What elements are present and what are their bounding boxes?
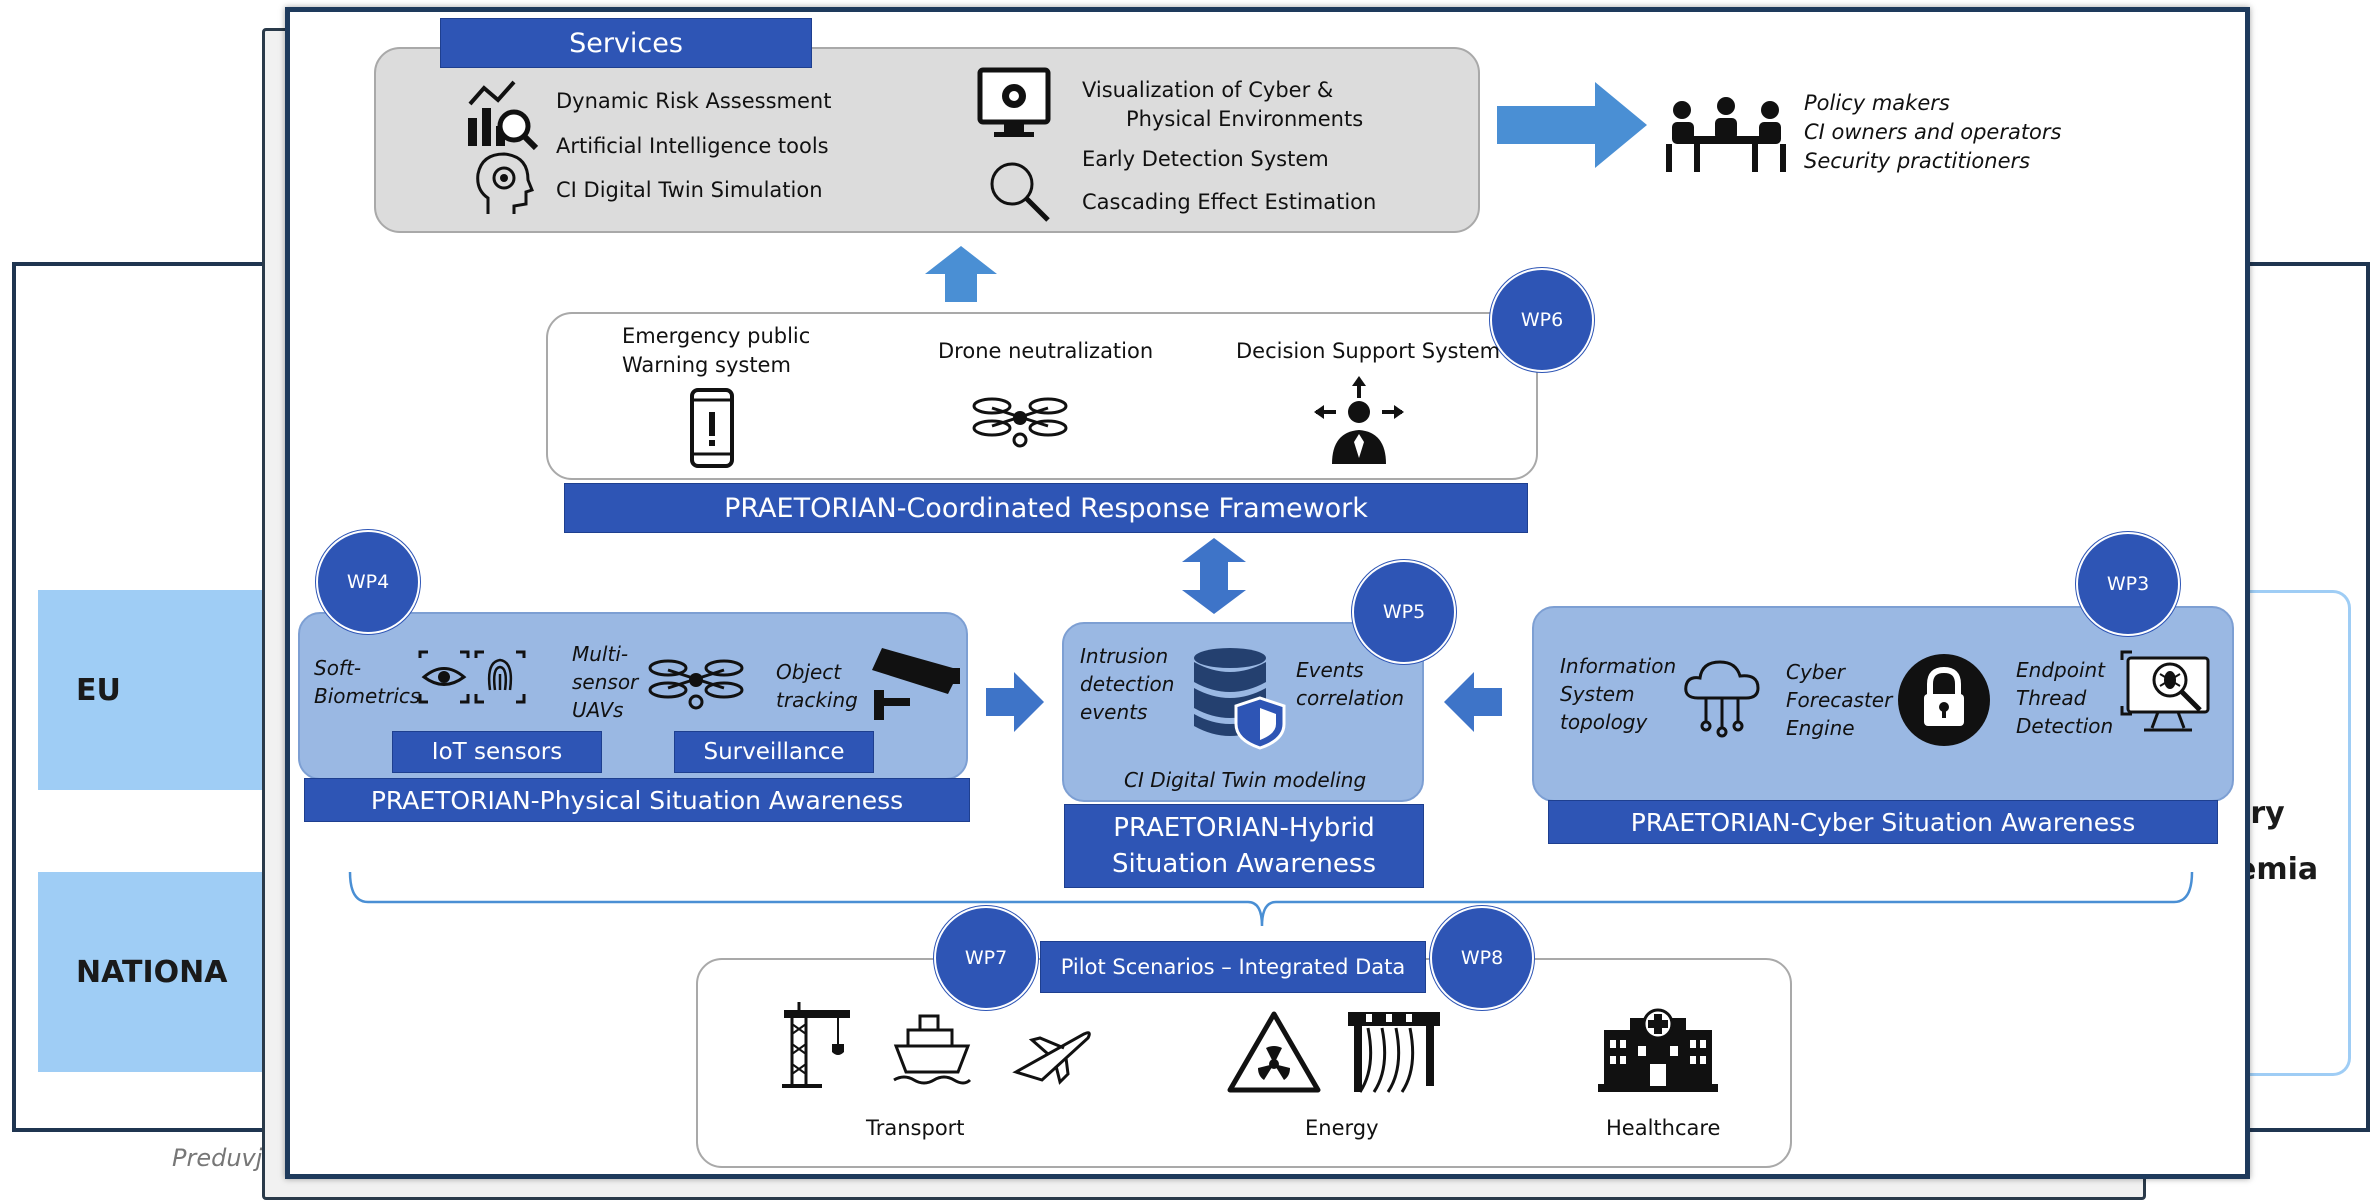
crane-icon	[782, 1002, 850, 1088]
eu-label: EU	[76, 672, 121, 708]
eye-fingerprint-icon	[418, 650, 526, 704]
dam-icon	[1348, 1012, 1440, 1093]
wp5-badge: WP5	[1352, 560, 1456, 664]
footer-fragment: Preduvj	[172, 1144, 263, 1172]
endpoint-2: Thread	[2016, 686, 2087, 710]
hybrid-bar-line-1: PRAETORIAN-Hybrid	[1113, 813, 1375, 843]
drone-neutralization-label: Drone neutralization	[938, 339, 1154, 363]
cloud-network-icon	[1684, 660, 1760, 738]
right-bracket-box	[2200, 590, 2351, 1076]
monitor-bug-icon	[2120, 650, 2210, 732]
multi-sensor-2: sensor	[572, 670, 639, 694]
intrusion-1: Intrusion	[1080, 644, 1169, 668]
info-system-3: topology	[1560, 710, 1648, 734]
service-item-4: Visualization of Cyber &	[1082, 78, 1334, 102]
forecaster-1: Cyber	[1786, 660, 1846, 684]
drone-icon	[972, 397, 1068, 448]
info-system-2: System	[1560, 682, 1635, 706]
airplane-icon	[1012, 1031, 1091, 1085]
pilot-bracket	[348, 871, 2194, 927]
service-item-2: Artificial Intelligence tools	[556, 134, 829, 158]
energy-label: Energy	[1305, 1116, 1379, 1140]
events-1: Events	[1296, 658, 1364, 682]
emergency-label-2: Warning system	[622, 353, 791, 377]
iot-sensors-label: IoT sensors	[392, 731, 602, 773]
vertical-double-arrow	[1182, 538, 1246, 614]
pilot-title: Pilot Scenarios – Integrated Data	[1040, 941, 1426, 993]
monitor-gear-icon	[977, 67, 1051, 137]
physical-to-hybrid-arrow	[986, 672, 1044, 732]
wp3-badge: WP3	[2076, 532, 2180, 636]
cyber-sa-bar: PRAETORIAN-Cyber Situation Awareness	[1548, 800, 2218, 844]
service-item-6: Early Detection System	[1082, 147, 1329, 171]
database-shield-icon	[1194, 648, 1286, 750]
transport-label: Transport	[866, 1116, 965, 1140]
decision-support-icon	[1314, 376, 1404, 464]
phone-alert-icon	[690, 388, 734, 468]
soft-biometrics-2: Biometrics	[314, 684, 421, 708]
hybrid-bar-line-2: Situation Awareness	[1111, 849, 1376, 879]
wp6-badge: WP6	[1490, 268, 1594, 372]
ship-icon	[893, 1014, 972, 1085]
stakeholder-1: Policy makers	[1804, 91, 1950, 115]
surveillance-label: Surveillance	[674, 731, 874, 773]
digital-twin-label: CI Digital Twin modeling	[1124, 768, 1367, 792]
ai-head-icon	[476, 152, 534, 214]
endpoint-3: Detection	[2016, 714, 2114, 738]
events-2: correlation	[1296, 686, 1405, 710]
service-item-5: Physical Environments	[1126, 107, 1364, 131]
national-box: NATIONA	[38, 872, 298, 1072]
object-tracking-1: Object	[776, 660, 842, 684]
info-system-1: Information	[1560, 654, 1677, 678]
cctv-camera-icon	[872, 648, 960, 720]
magnifier-icon	[990, 162, 1050, 222]
response-framework-bar: PRAETORIAN-Coordinated Response Framewor…	[564, 483, 1528, 533]
service-item-1: Dynamic Risk Assessment	[556, 89, 832, 113]
wp7-badge: WP7	[934, 906, 1038, 1010]
hospital-icon	[1598, 1008, 1718, 1092]
forecaster-2: Forecaster	[1786, 688, 1893, 712]
meeting-people-icon	[1666, 97, 1786, 172]
intrusion-2: detection	[1080, 672, 1175, 696]
multi-sensor-1: Multi-	[572, 642, 629, 666]
wp8-badge: WP8	[1430, 906, 1534, 1010]
multi-sensor-3: UAVs	[572, 698, 624, 722]
hybrid-sa-bar: PRAETORIAN-Hybrid Situation Awareness	[1064, 804, 1424, 888]
service-item-3: CI Digital Twin Simulation	[556, 178, 823, 202]
stakeholder-2: CI owners and operators	[1804, 120, 2062, 144]
cyber-to-hybrid-arrow	[1444, 672, 1502, 732]
intrusion-3: events	[1080, 700, 1148, 724]
physical-sa-bar: PRAETORIAN-Physical Situation Awareness	[304, 778, 970, 822]
services-to-stakeholders-arrow	[1497, 82, 1647, 168]
radiation-icon	[1227, 1011, 1321, 1093]
soft-biometrics-1: Soft-	[314, 656, 362, 680]
risk-chart-icon	[468, 80, 539, 151]
uav-icon	[648, 659, 744, 710]
object-tracking-2: tracking	[776, 688, 858, 712]
service-item-7: Cascading Effect Estimation	[1082, 190, 1377, 214]
up-arrow-to-services	[925, 246, 997, 302]
emergency-label-1: Emergency public	[622, 324, 811, 348]
eu-box: EU	[38, 590, 298, 790]
wp4-badge: WP4	[316, 530, 420, 634]
padlock-icon	[1898, 654, 1990, 746]
stakeholder-3: Security practitioners	[1804, 149, 2031, 173]
healthcare-label: Healthcare	[1606, 1116, 1721, 1140]
endpoint-1: Endpoint	[2016, 658, 2106, 682]
dss-label: Decision Support System	[1236, 339, 1501, 363]
forecaster-3: Engine	[1786, 716, 1855, 740]
services-box	[374, 47, 1480, 233]
services-title: Services	[440, 18, 812, 68]
national-label: NATIONA	[76, 954, 228, 990]
